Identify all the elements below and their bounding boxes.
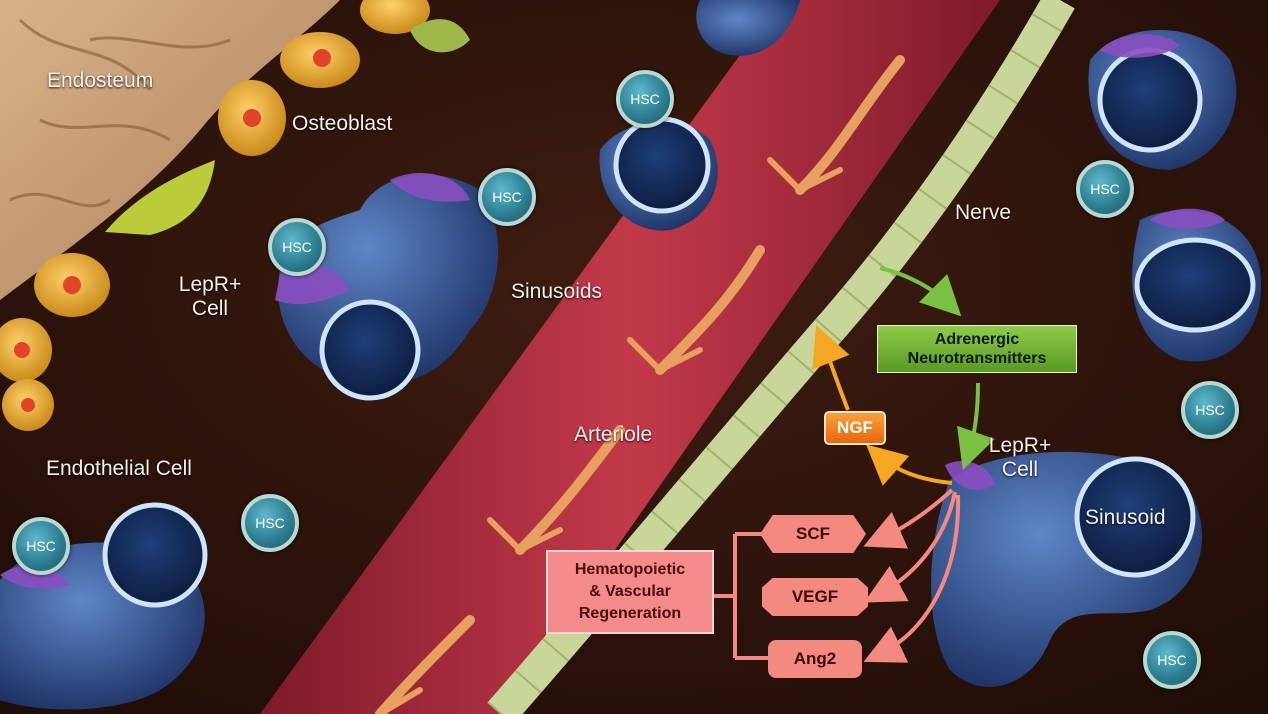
lepr-cell-label-right-line1: LepR+ — [988, 434, 1052, 457]
factor-bracket — [712, 532, 768, 660]
regeneration-line1: Hematopoietic — [574, 561, 686, 578]
ngf-box: NGF — [824, 411, 886, 445]
hsc-cell: HSC — [1143, 631, 1201, 689]
hsc-cell: HSC — [478, 168, 536, 226]
lepr-cell-label-left-line2: Cell — [191, 297, 229, 320]
endosteum-bone — [0, 0, 340, 300]
arteriole-label: Arteriole — [574, 423, 653, 446]
endothelial-cell-label: Endothelial Cell — [46, 457, 192, 480]
adrenergic-line1: Adrenergic — [934, 331, 1020, 348]
endosteum-label: Endosteum — [47, 69, 154, 92]
adrenergic-neurotransmitters-box: Adrenergic Neurotransmitters — [877, 325, 1077, 373]
osteoblast-label: Osteoblast — [292, 112, 393, 135]
sinusoid-label: Sinusoid — [1085, 506, 1166, 529]
nerve-label: Nerve — [955, 201, 1012, 224]
sinusoids-label: Sinusoids — [511, 280, 603, 303]
lepr-cell-label-right: LepR+ Cell — [980, 434, 1060, 482]
hsc-cell: HSC — [1076, 160, 1134, 218]
osteoblast-cells — [0, 0, 470, 431]
regeneration-line3: Regeneration — [578, 605, 682, 622]
lepr-cell-label-left-line1: LepR+ — [178, 273, 242, 296]
ang2-factor: Ang2 — [768, 640, 862, 678]
vegf-factor: VEGF — [762, 578, 868, 616]
hsc-cell: HSC — [1181, 381, 1239, 439]
lepr-cell-label-left: LepR+ Cell — [170, 273, 250, 321]
hsc-cell: HSC — [241, 494, 299, 552]
lepr-cell-label-right-line2: Cell — [1001, 458, 1039, 481]
scf-factor: SCF — [760, 515, 866, 553]
hsc-cell: HSC — [268, 218, 326, 276]
hsc-cell: HSC — [12, 517, 70, 575]
regeneration-box: Hematopoietic & Vascular Regeneration — [546, 550, 714, 634]
hsc-cell: HSC — [616, 70, 674, 128]
arteriole-vessel — [260, 0, 1000, 714]
adrenergic-line2: Neurotransmitters — [907, 350, 1047, 367]
regeneration-line2: & Vascular — [589, 583, 671, 600]
signal-arrows — [812, 266, 995, 663]
